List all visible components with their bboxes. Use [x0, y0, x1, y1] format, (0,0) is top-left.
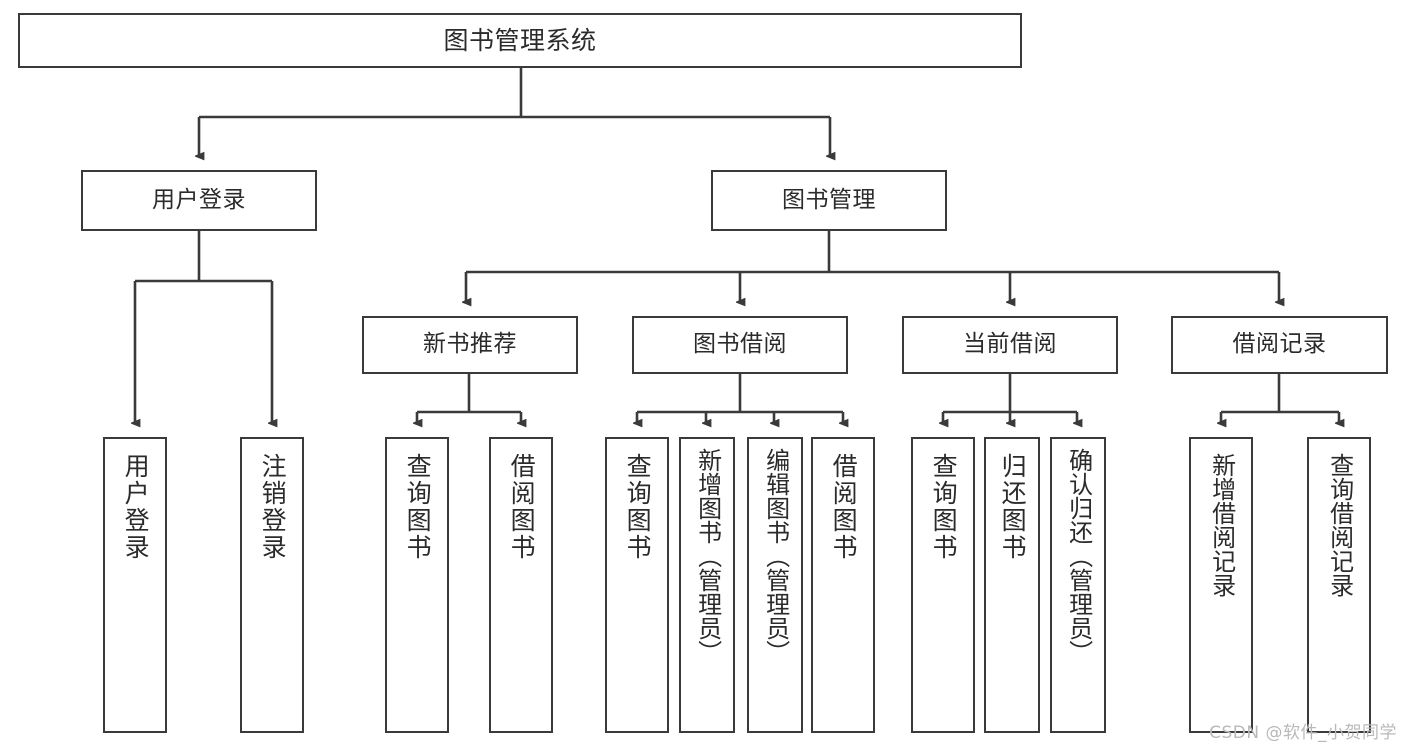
leaf-user-login-signin[interactable]: 用户登录 — [103, 437, 167, 733]
leaf-label: 查询借阅记录 — [1325, 453, 1354, 597]
leaf-label: 查询图书 — [929, 453, 959, 561]
node-current-borrow-label: 当前借阅 — [963, 331, 1057, 358]
leaf-book-borrow-query[interactable]: 查询图书 — [605, 437, 669, 733]
node-book-borrow-label: 图书借阅 — [693, 331, 787, 358]
leaf-label: 新增图书（管理员） — [693, 448, 722, 664]
node-borrow-record[interactable]: 借阅记录 — [1171, 316, 1388, 374]
node-book-borrow[interactable]: 图书借阅 — [632, 316, 848, 374]
node-user-login-label: 用户登录 — [152, 186, 246, 213]
leaf-new-book-query[interactable]: 查询图书 — [385, 437, 449, 733]
leaf-new-book-borrow[interactable]: 借阅图书 — [489, 437, 553, 733]
leaf-label: 注销登录 — [258, 453, 288, 561]
leaf-book-borrow-add[interactable]: 新增图书（管理员） — [679, 437, 735, 733]
csdn-watermark: CSDN @软件_小贺同学 — [1209, 723, 1397, 743]
leaf-label: 查询图书 — [403, 453, 433, 561]
leaf-current-borrow-query[interactable]: 查询图书 — [911, 437, 975, 733]
leaf-borrow-record-add[interactable]: 新增借阅记录 — [1189, 437, 1253, 733]
node-book-management[interactable]: 图书管理 — [711, 170, 947, 231]
leaf-borrow-record-query[interactable]: 查询借阅记录 — [1307, 437, 1371, 733]
leaf-book-borrow-borrow[interactable]: 借阅图书 — [811, 437, 875, 733]
leaf-label: 借阅图书 — [507, 453, 537, 561]
leaf-label: 用户登录 — [121, 453, 151, 561]
leaf-label: 查询图书 — [623, 453, 653, 561]
leaf-label: 新增借阅记录 — [1207, 453, 1236, 597]
leaf-label: 确认归还（管理员） — [1064, 448, 1093, 664]
leaf-label: 编辑图书（管理员） — [761, 448, 790, 664]
leaf-label: 归还图书 — [998, 453, 1028, 561]
node-new-book-recommend[interactable]: 新书推荐 — [362, 316, 578, 374]
leaf-current-borrow-confirm[interactable]: 确认归还（管理员） — [1050, 437, 1106, 733]
node-book-management-label: 图书管理 — [782, 186, 876, 213]
leaf-label: 借阅图书 — [829, 453, 859, 561]
node-user-login[interactable]: 用户登录 — [81, 170, 317, 231]
node-current-borrow[interactable]: 当前借阅 — [902, 316, 1118, 374]
node-new-book-recommend-label: 新书推荐 — [423, 331, 517, 358]
leaf-user-login-signout[interactable]: 注销登录 — [240, 437, 304, 733]
node-root-label: 图书管理系统 — [443, 25, 597, 55]
node-borrow-record-label: 借阅记录 — [1232, 331, 1327, 358]
node-root[interactable]: 图书管理系统 — [18, 13, 1022, 68]
leaf-current-borrow-return[interactable]: 归还图书 — [984, 437, 1040, 733]
leaf-book-borrow-edit[interactable]: 编辑图书（管理员） — [747, 437, 803, 733]
